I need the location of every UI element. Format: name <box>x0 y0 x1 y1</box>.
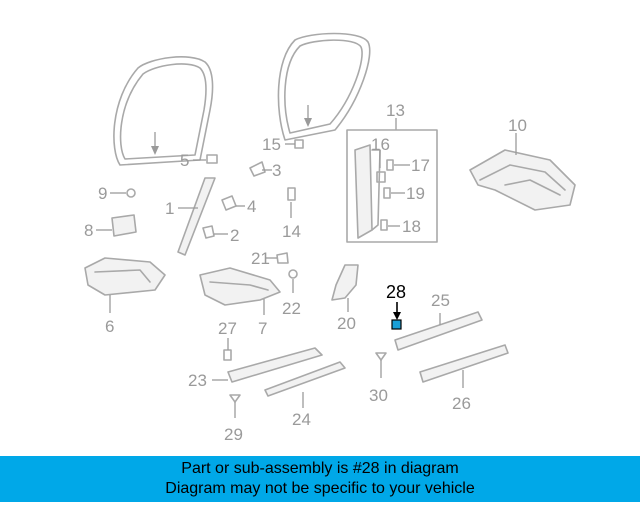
label-29: 29 <box>224 425 243 444</box>
label-4: 4 <box>247 197 256 216</box>
part-1-pillar-trim <box>177 177 216 256</box>
part-13-assembly <box>346 118 438 243</box>
label-25: 25 <box>431 291 450 310</box>
label-16: 16 <box>371 135 390 154</box>
label-19: 19 <box>406 184 425 203</box>
label-20: 20 <box>337 314 356 333</box>
label-5: 5 <box>180 151 189 170</box>
label-28: 28 <box>386 282 406 302</box>
label-27: 27 <box>218 319 237 338</box>
label-9: 9 <box>98 184 107 203</box>
parts-diagram: 1 2 3 4 5 6 7 8 9 10 13 14 15 16 17 18 1… <box>84 32 576 444</box>
part-7-center-carpet <box>199 267 281 315</box>
label-1: 1 <box>165 199 174 218</box>
label-22: 22 <box>282 299 301 318</box>
small-clips <box>96 139 304 293</box>
part-28-highlighted <box>391 302 402 330</box>
label-23: 23 <box>188 371 207 390</box>
label-3: 3 <box>272 161 281 180</box>
label-7: 7 <box>258 319 267 338</box>
label-10: 10 <box>508 116 527 135</box>
label-30: 30 <box>369 386 388 405</box>
rear-door-seal <box>277 32 371 141</box>
label-15: 15 <box>262 135 281 154</box>
sill-plates <box>212 311 509 408</box>
label-24: 24 <box>292 410 311 429</box>
banner-line-1: Part or sub-assembly is #28 in diagram <box>181 460 459 477</box>
label-21: 21 <box>251 249 270 268</box>
front-door-seal <box>113 56 214 166</box>
fasteners <box>223 338 387 418</box>
part-6-front-carpet <box>84 257 166 313</box>
label-2: 2 <box>230 226 239 245</box>
label-26: 26 <box>452 394 471 413</box>
part-20-bracket <box>331 264 359 312</box>
label-8: 8 <box>84 221 93 240</box>
label-18: 18 <box>402 217 421 236</box>
info-banner: Part or sub-assembly is #28 in diagram D… <box>0 456 640 502</box>
label-6: 6 <box>105 317 114 336</box>
label-14: 14 <box>282 222 301 241</box>
label-13: 13 <box>386 101 405 120</box>
label-17: 17 <box>411 156 430 175</box>
part-10-rear-carpet <box>469 133 576 211</box>
banner-line-2: Diagram may not be specific to your vehi… <box>165 480 475 497</box>
